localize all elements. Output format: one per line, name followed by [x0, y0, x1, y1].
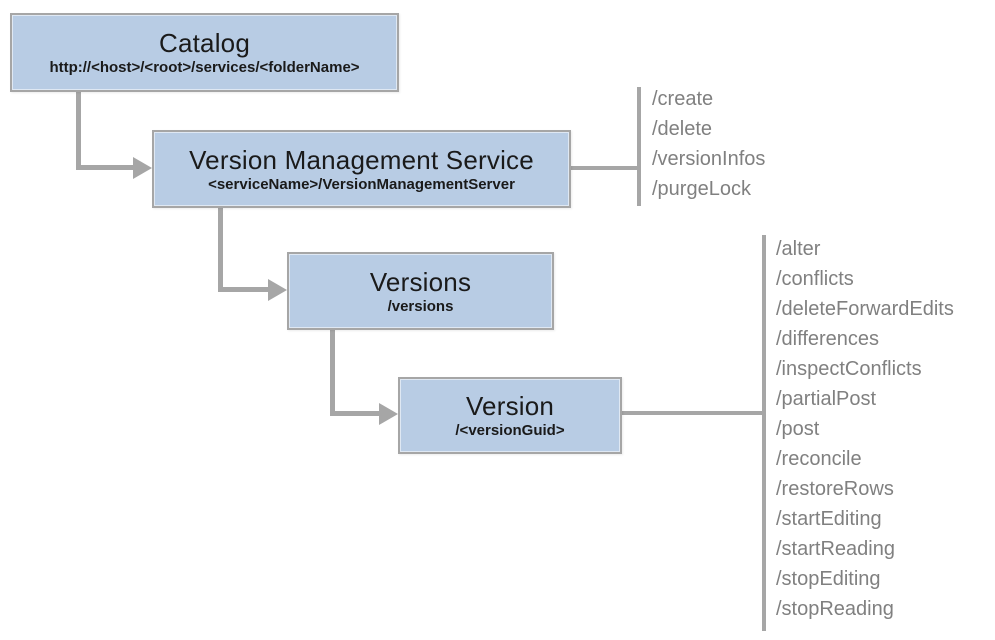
connector-vms-to-operations — [571, 166, 640, 170]
operation-item: /differences — [776, 328, 880, 350]
operation-item: /delete — [652, 118, 713, 140]
connector-vms-to-versions-vertical — [218, 208, 223, 292]
operation-item: /startReading — [776, 538, 895, 560]
operations-bracket-version — [762, 235, 766, 631]
version-operations-list: /alter /conflicts /deleteForwardEdits /d… — [776, 234, 954, 624]
connector-catalog-to-vms-horizontal — [76, 165, 134, 170]
operation-item: /partialPost — [776, 388, 877, 410]
operation-item: /create — [652, 88, 714, 110]
arrowhead-catalog-to-vms — [133, 157, 152, 179]
operation-item: /deleteForwardEdits — [776, 298, 954, 320]
operation-item: /purgeLock — [652, 178, 751, 200]
node-version-url-template: /<versionGuid> — [455, 422, 565, 439]
connector-version-to-operations — [621, 411, 765, 415]
arrowhead-vms-to-versions — [268, 279, 287, 301]
operations-bracket-vms — [637, 87, 641, 206]
connector-versions-to-version-horizontal — [330, 411, 381, 416]
connector-catalog-to-vms-vertical — [76, 92, 81, 170]
node-version-management-service: Version Management Service <serviceName>… — [152, 130, 571, 208]
operation-item: /conflicts — [776, 268, 854, 290]
node-versions-title: Versions — [369, 266, 472, 297]
operation-item: /inspectConflicts — [776, 358, 922, 380]
node-version-title: Version — [465, 391, 555, 421]
node-catalog-url-template: http://<host>/<root>/services/<folderNam… — [49, 59, 360, 76]
connector-versions-to-version-vertical — [330, 330, 335, 416]
node-vms-url-template: <serviceName>/VersionManagementServer — [208, 175, 515, 193]
arrowhead-versions-to-version — [379, 403, 398, 425]
node-vms-title: Version Management Service — [189, 144, 534, 175]
operation-item: /startEditing — [776, 508, 882, 530]
node-version: Version /<versionGuid> — [398, 377, 622, 454]
vms-operations-list: /create /delete /versionInfos /purgeLock — [652, 84, 765, 204]
operation-item: /restoreRows — [776, 478, 894, 500]
node-catalog-title: Catalog — [158, 28, 251, 58]
operation-item: /versionInfos — [652, 148, 766, 170]
operation-item: /post — [776, 418, 820, 440]
operation-item: /stopEditing — [776, 568, 881, 590]
operation-item: /stopReading — [776, 598, 894, 620]
node-versions: Versions /versions — [287, 252, 554, 330]
node-versions-url-template: /versions — [387, 297, 454, 315]
connector-vms-to-versions-horizontal — [218, 287, 270, 292]
node-catalog: Catalog http://<host>/<root>/services/<f… — [10, 13, 399, 92]
operation-item: /alter — [776, 238, 821, 260]
operation-item: /reconcile — [776, 448, 862, 470]
